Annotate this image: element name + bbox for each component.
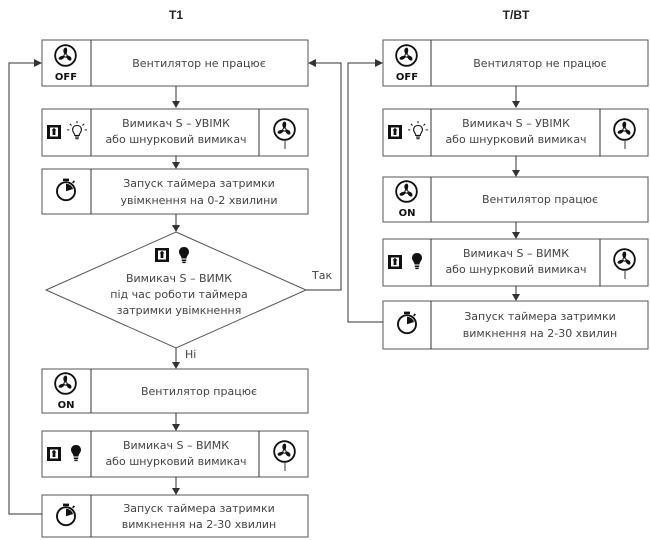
step-text-line2: або шнурковий вимикач xyxy=(445,263,586,276)
right-step-fan-on: ON Вентилятор працює xyxy=(382,176,649,223)
step-text-line1: Вимикач S – ВИМК xyxy=(463,247,569,260)
left-step-fan-on: ON Вентилятор працює xyxy=(41,368,309,414)
left-step-switch-off: Вимикач S – ВИМК або шнурковий вимикач xyxy=(41,430,309,478)
step-text-line2: або шнурковий вимикач xyxy=(105,133,246,146)
step-text-line1: Запуск таймера затримки xyxy=(123,502,275,515)
fan-state-label: ON xyxy=(58,400,75,411)
step-text-line1: Вимикач S – ВИМК xyxy=(123,439,229,452)
decision-text-line3: затримки увімкнення xyxy=(117,304,242,317)
step-text-line2: увімкнення на 0-2 хвилини xyxy=(120,194,277,207)
right-step-switch-off: Вимикач S – ВИМК або шнурковий вимикач xyxy=(382,238,649,287)
fan-icon xyxy=(54,372,77,395)
fan-icon xyxy=(613,118,636,141)
switch-icon xyxy=(47,125,61,139)
step-text-line2: або шнурковий вимикач xyxy=(105,455,246,468)
decision-text-line2: під час роботи таймера xyxy=(110,288,248,301)
yes-label: Так xyxy=(311,269,332,282)
decision-text-line1: Вимикач S – ВИМК xyxy=(126,272,232,285)
fan-state-label: OFF xyxy=(55,72,77,83)
left-step-switch-on: Вимикач S – УВІМК або шнурковий вимикач xyxy=(41,108,309,157)
right-step-fan-off: OFF Вентилятор не працює xyxy=(382,39,649,87)
fan-state-label: OFF xyxy=(396,72,418,83)
fan-icon xyxy=(273,440,296,463)
step-text-line1: Запуск таймера затримки xyxy=(123,177,275,190)
step-text-line1: Запуск таймера затримки xyxy=(464,310,616,323)
step-text-line2: вимкнення на 2-30 хвилин xyxy=(463,327,617,340)
left-step-on-delay-timer: Запуск таймера затримки увімкнення на 0-… xyxy=(41,168,309,215)
fan-icon xyxy=(395,180,418,203)
fan-icon xyxy=(613,248,636,271)
right-step-switch-on: Вимикач S – УВІМК або шнурковий вимикач xyxy=(382,108,649,157)
left-step-fan-off: OFF Вентилятор не працює xyxy=(41,39,309,87)
left-step-off-delay-timer: Запуск таймера затримки вимкнення на 2-3… xyxy=(41,494,309,538)
switch-icon xyxy=(155,248,169,262)
fan-state-label: ON xyxy=(399,208,416,219)
fan-icon xyxy=(273,118,296,141)
step-text-line2: або шнурковий вимикач xyxy=(445,133,586,146)
fan-icon xyxy=(395,44,418,67)
fan-icon xyxy=(54,44,77,67)
step-text: Вентилятор працює xyxy=(482,193,598,206)
switch-icon xyxy=(388,255,402,269)
left-column-title: T1 xyxy=(169,8,183,22)
step-text-line1: Вимикач S – УВІМК xyxy=(462,117,570,130)
step-text: Вентилятор не працює xyxy=(132,57,265,70)
step-text-line1: Вимикач S – УВІМК xyxy=(122,117,230,130)
no-label: Ні xyxy=(185,348,196,361)
step-text-line2: вимкнення на 2-30 хвилин xyxy=(122,518,276,531)
switch-icon xyxy=(388,125,402,139)
right-column-title: T/BT xyxy=(503,8,530,22)
right-step-off-delay-timer: Запуск таймера затримки вимкнення на 2-3… xyxy=(382,300,649,350)
step-text: Вентилятор не працює xyxy=(473,57,606,70)
left-decision: Вимикач S – ВИМК під час роботи таймера … xyxy=(44,231,308,349)
step-text: Вентилятор працює xyxy=(141,385,257,398)
switch-icon xyxy=(47,447,61,461)
